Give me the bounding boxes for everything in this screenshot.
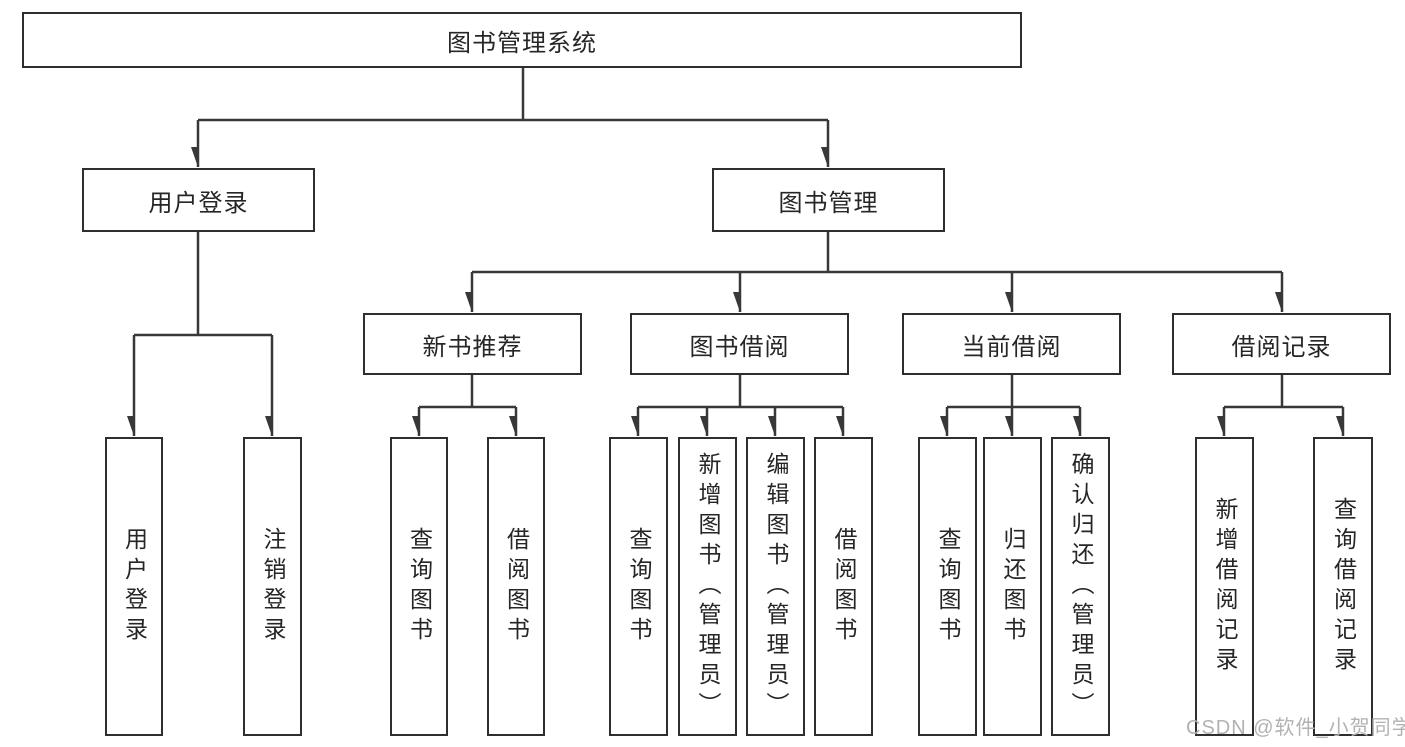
node-label: 查询图书 (406, 526, 433, 647)
connector-book-management-branch (472, 232, 1284, 312)
node-label: 用户登录 (121, 526, 148, 647)
node-label: 图书借阅 (689, 333, 790, 361)
leaf-add-book-admin: 新增图书（管理员） (678, 437, 737, 736)
leaf-current-query-book: 查询图书 (918, 437, 977, 736)
leaf-logout: 注销登录 (243, 437, 302, 736)
node-label: 新增借阅记录 (1212, 496, 1238, 677)
connector-user-login-branch (134, 232, 274, 436)
node-user-login-branch: 用户登录 (82, 168, 315, 232)
connector-book-borrow (638, 375, 845, 436)
node-label: 图书管理 (778, 189, 879, 217)
node-label: 查询图书 (935, 526, 961, 647)
leaf-query-borrow-record: 查询借阅记录 (1313, 437, 1373, 736)
node-label: 借阅记录 (1231, 333, 1332, 361)
node-borrow-records: 借阅记录 (1172, 313, 1391, 375)
leaf-borrow-book: 借阅图书 (814, 437, 873, 736)
leaf-recommend-query-book: 查询图书 (390, 437, 448, 736)
node-label: 注销登录 (260, 526, 286, 647)
node-root-system: 图书管理系统 (22, 12, 1022, 68)
leaf-user-login: 用户登录 (105, 437, 163, 736)
node-label: 借阅图书 (831, 526, 857, 647)
node-book-borrow: 图书借阅 (630, 313, 849, 375)
node-book-management-branch: 图书管理 (712, 168, 945, 232)
node-label: 用户登录 (148, 189, 249, 217)
node-new-book-recommend: 新书推荐 (363, 313, 582, 375)
leaf-confirm-return-admin: 确认归还（管理员） (1051, 437, 1110, 736)
leaf-recommend-borrow-book: 借阅图书 (487, 437, 545, 736)
connector-new-book-recommend (419, 375, 518, 436)
leaf-return-book: 归还图书 (983, 437, 1042, 736)
node-current-borrow: 当前借阅 (902, 313, 1121, 375)
connector-borrow-records (1224, 375, 1345, 436)
leaf-edit-book-admin: 编辑图书（管理员） (746, 437, 805, 736)
connector-current-borrow (947, 375, 1082, 436)
node-label: 编辑图书（管理员） (763, 451, 789, 722)
watermark: CSDN @软件_小贺同学 (1186, 717, 1405, 739)
node-label: 当前借阅 (961, 333, 1062, 361)
node-label: 归还图书 (1000, 526, 1026, 647)
node-label: 确认归还（管理员） (1068, 451, 1094, 722)
node-label: 新增图书（管理员） (695, 451, 721, 722)
node-label: 图书管理系统 (447, 29, 597, 57)
node-label: 借阅图书 (503, 526, 530, 647)
leaf-borrow-query-book: 查询图书 (609, 437, 668, 736)
leaf-add-borrow-record: 新增借阅记录 (1195, 437, 1254, 736)
node-label: 查询借阅记录 (1330, 496, 1357, 677)
node-label: 查询图书 (626, 526, 652, 647)
node-label: 新书推荐 (422, 333, 523, 361)
connector-root-to-level2 (198, 68, 830, 167)
